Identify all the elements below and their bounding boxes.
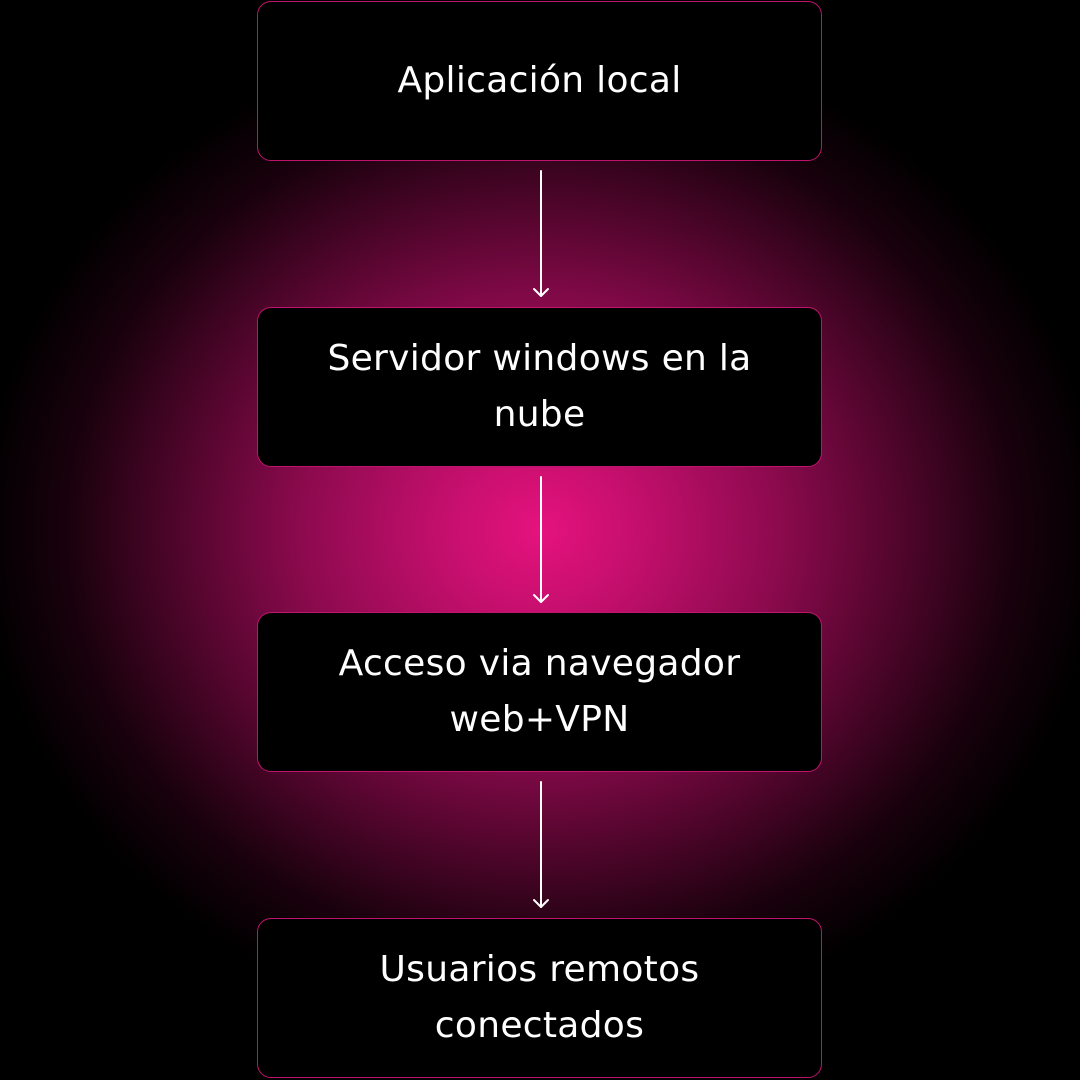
- arrow-1: [533, 170, 549, 297]
- node-usuarios-remotos: Usuarios remotos conectados: [257, 918, 822, 1078]
- node-aplicacion-local: Aplicación local: [257, 1, 822, 161]
- node-servidor-nube: Servidor windows en la nube: [257, 307, 822, 467]
- node-acceso-navegador: Acceso via navegador web+VPN: [257, 612, 822, 772]
- node-label: Aplicación local: [397, 60, 682, 101]
- arrow-3: [533, 781, 549, 908]
- node-label: Servidor windows en la nube: [327, 338, 752, 435]
- node-label: Usuarios remotos conectados: [379, 949, 700, 1046]
- node-label: Acceso via navegador web+VPN: [338, 643, 741, 740]
- arrow-2: [533, 476, 549, 603]
